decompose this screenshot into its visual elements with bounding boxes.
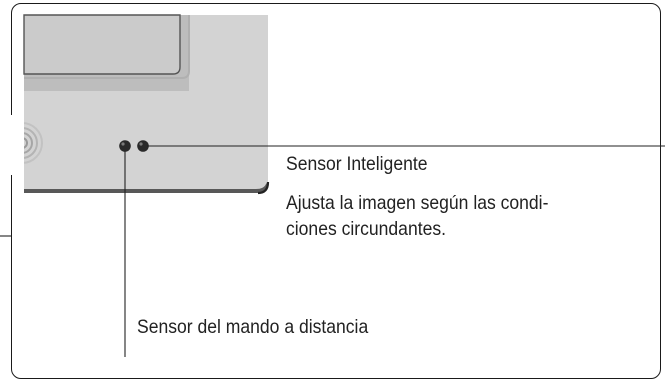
tv-screen: [23, 14, 181, 75]
smart-sensor-title: Sensor Inteligente: [286, 153, 428, 175]
smart-sensor-description: Ajusta la imagen según las condi- ciones…: [286, 190, 548, 243]
tv-bezel-shadow: [24, 182, 268, 193]
smart-sensor-description-line1: Ajusta la imagen según las condi-: [286, 192, 549, 214]
remote-sensor-dot: [119, 140, 131, 152]
remote-sensor-label: Sensor del mando a distancia: [137, 316, 369, 338]
smart-sensor-description-line2: ciones circundantes.: [286, 218, 447, 241]
